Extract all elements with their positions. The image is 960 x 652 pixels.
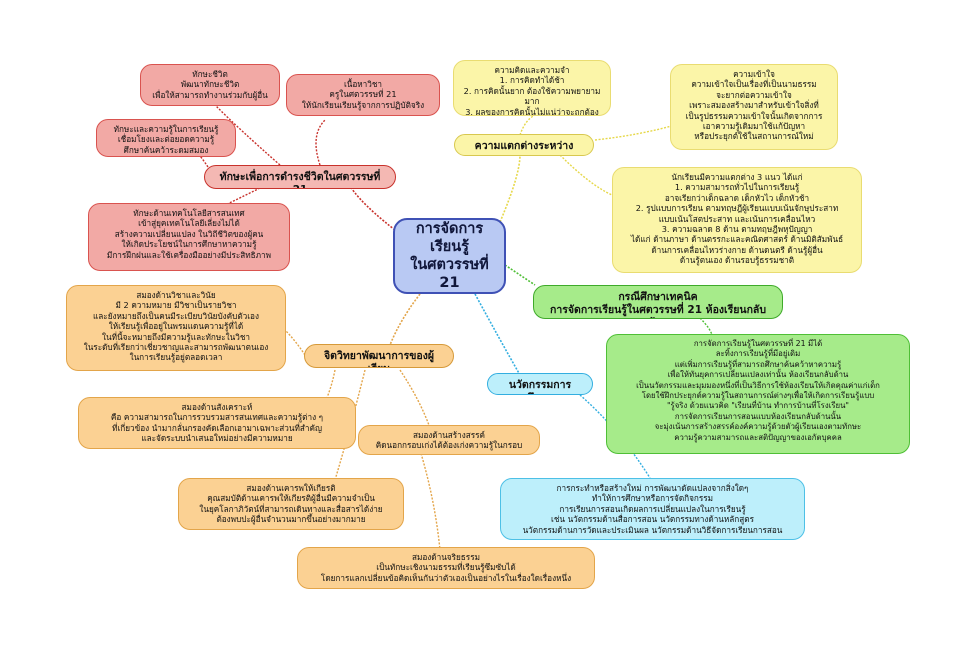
connector-yellow-n3: [559, 154, 613, 196]
it-skills-node[interactable]: ทักษะด้านเทคโนโลยีสารสนเทศ เข้าสู่ยุคเทค…: [88, 203, 290, 271]
synthesizing-mind-node[interactable]: สมองด้านสังเคราะห์ คือ ความสามารถในการรว…: [78, 397, 356, 449]
central-topic[interactable]: การจัดการเรียนรู้ ในศตวรรษที่ 21: [393, 218, 506, 294]
connector-orange-n5: [419, 449, 441, 551]
branch-developmental-psychology[interactable]: จิตวิทยาพัฒนาการของผู้เรียน: [304, 344, 454, 368]
branch-education-innovation[interactable]: นวัตกรรมการศึกษา: [487, 373, 593, 395]
learning-skills-node[interactable]: ทักษะและความรู้ในการเรียนรู้ เชื่อมโยงแล…: [96, 119, 236, 157]
student-differences-node[interactable]: นักเรียนมีความแตกต่าง 3 แนว ได้แก่ 1. คว…: [612, 167, 862, 273]
connector-yellow-central: [499, 154, 521, 223]
branch-life-skills[interactable]: ทักษะเพื่อการดำรงชีวิตในศตวรรษที่ 21: [204, 165, 396, 189]
understanding-node[interactable]: ความเข้าใจ ความเข้าใจเป็นเรื่องที่เป็นนา…: [670, 64, 838, 150]
connector-orange-central: [389, 293, 421, 346]
connector-red-n1: [214, 104, 281, 166]
branch-case-study[interactable]: กรณีศึกษาเทคนิค การจัดการเรียนรู้ในศตวรร…: [533, 285, 783, 319]
creating-mind-node[interactable]: สมองด้านสร้างสรรค์ คิดนอกกรอบเก่งได้ต้อง…: [358, 425, 540, 455]
connector-orange-n3: [399, 369, 431, 429]
content-subject-node[interactable]: เนื้อหาวิชา ครูในศตวรรษที่ 21 ให้นักเรีย…: [286, 74, 440, 116]
respectful-mind-node[interactable]: สมองด้านเคารพให้เกียรติ คุณสมบัติด้านเคา…: [178, 478, 404, 530]
connector-blue-central: [474, 293, 521, 376]
innovation-node[interactable]: การกระทำหรือสร้างใหม่ การพัฒนาดัดแปลงจาก…: [500, 478, 805, 540]
branch-individual-differences[interactable]: ความแตกต่างระหว่างบุคคล: [454, 134, 594, 156]
connector-green-n1: [699, 317, 713, 336]
connector-red-n3: [194, 149, 211, 171]
connector-orange-n4: [334, 369, 366, 481]
connector-yellow-n1: [519, 114, 536, 136]
connector-red-n2: [315, 119, 326, 166]
life-skills-node[interactable]: ทักษะชีวิต พัฒนาทักษะชีวิต เพื่อให้สามาร…: [140, 64, 280, 106]
thinking-memory-node[interactable]: ความคิดและความจำ 1. การคิดทำได้ช้า 2. กา…: [453, 60, 611, 116]
discipline-mind-node[interactable]: สมองด้านวิชาและวินัย มี 2 ความหมาย มีวิช…: [66, 285, 286, 371]
connector-yellow-n2: [594, 124, 676, 141]
ethical-mind-node[interactable]: สมองด้านจริยธรรม เป็นทักษะเชิงนามธรรมที่…: [297, 547, 595, 589]
connector-green-central: [504, 264, 536, 286]
connector-orange-n1: [284, 329, 306, 356]
connector-orange-n2: [319, 369, 336, 413]
flipped-classroom-node[interactable]: การจัดการเรียนรู้ในศตวรรษที่ 21 มีได้ ละ…: [606, 334, 910, 454]
